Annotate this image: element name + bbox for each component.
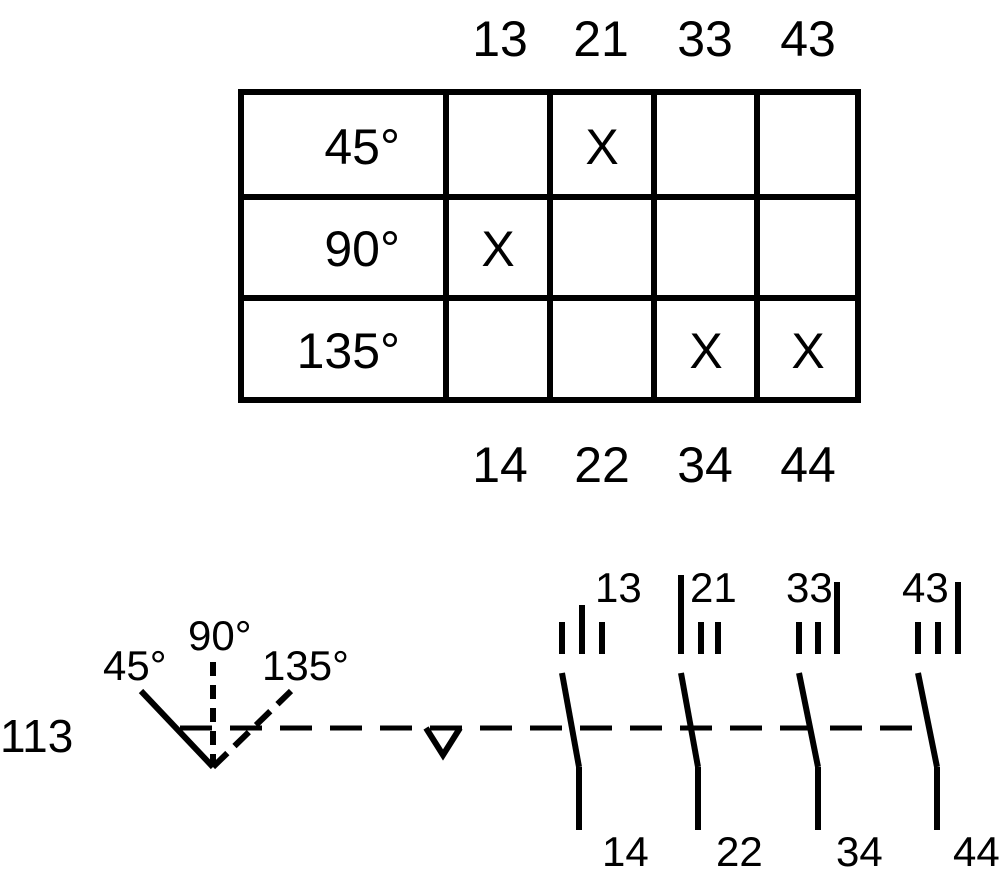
position-label: 90°: [188, 612, 252, 659]
table-cell-mark: X: [791, 323, 824, 379]
contact-blade: [915, 672, 940, 768]
contact-bottom-label: 22: [716, 828, 763, 872]
contact-33-34: 33 34: [786, 564, 883, 872]
contact-bottom-label: 44: [953, 828, 1000, 872]
position-label: 45°: [103, 642, 167, 689]
contact-21-22: 21 22: [678, 564, 763, 872]
contact-top-label: 33: [786, 564, 833, 611]
bottom-terminal-label: 22: [574, 437, 630, 493]
top-terminal-label: 33: [677, 11, 733, 67]
contact-blade: [796, 672, 821, 768]
bottom-terminal-label: 34: [677, 437, 733, 493]
contact-top-label: 43: [902, 564, 949, 611]
contact-blade: [559, 672, 582, 768]
row-angle-label: 90°: [324, 221, 400, 277]
table-cell-mark: X: [481, 221, 514, 277]
contact-bottom-label: 34: [836, 828, 883, 872]
switch-schematic: 113 45° 90° 135° 13 14 21 22: [0, 564, 1000, 872]
contact-blade: [678, 672, 701, 768]
contact-13-14: 13 14: [559, 564, 649, 872]
bottom-terminal-label: 14: [472, 437, 528, 493]
top-terminal-label: 21: [573, 11, 629, 67]
contact-top-label: 13: [595, 564, 642, 611]
top-terminal-label: 13: [472, 11, 528, 67]
position-line-135: [210, 688, 294, 770]
position-line-45: [138, 688, 216, 770]
contact-table: 13 21 33 43 45° 90° 135° X X X X 14 22 3…: [238, 11, 861, 493]
row-angle-label: 135°: [297, 323, 400, 379]
contact-top-label: 21: [690, 564, 737, 611]
top-terminal-label: 43: [780, 11, 836, 67]
table-cell-mark: X: [585, 119, 618, 175]
detent-notch: [423, 726, 463, 761]
contact-bottom-label: 14: [602, 828, 649, 872]
device-label: 113: [0, 710, 73, 762]
row-angle-label: 45°: [324, 119, 400, 175]
contact-43-44: 43 44: [902, 564, 1000, 872]
table-cell-mark: X: [689, 323, 722, 379]
bottom-terminal-label: 44: [780, 437, 836, 493]
position-label: 135°: [262, 642, 349, 689]
